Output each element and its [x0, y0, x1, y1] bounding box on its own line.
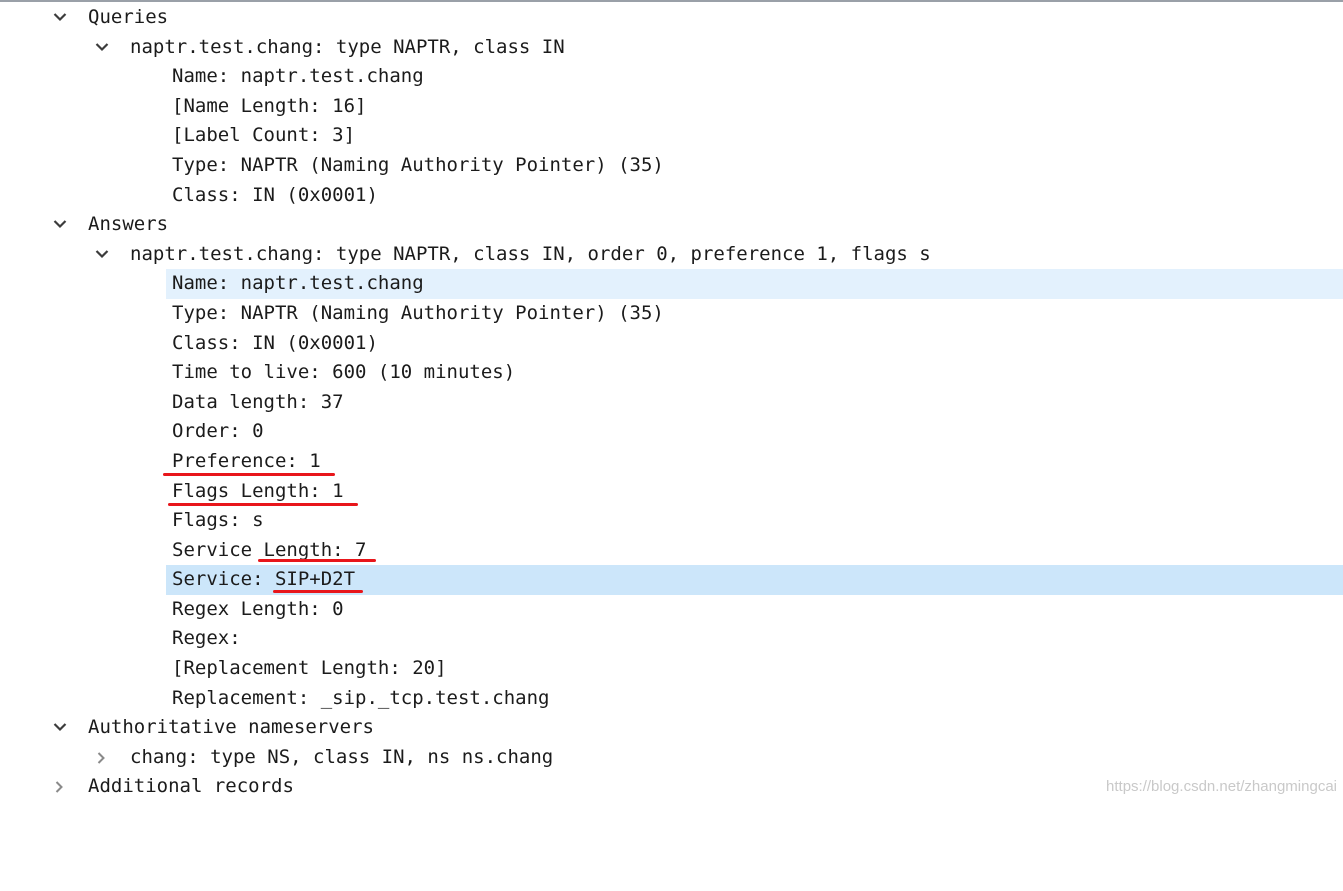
- tree-leaf-answer-service[interactable]: Service: SIP+D2T: [0, 565, 1343, 595]
- tree-leaf-answer-replacement[interactable]: Replacement: _sip._tcp.test.chang: [0, 684, 1343, 714]
- tree-leaf-answer-data-length[interactable]: Data length: 37: [0, 388, 1343, 418]
- tree-leaf-query-name-length[interactable]: [Name Length: 16]: [0, 92, 1343, 122]
- tree-node-label: Queries: [88, 6, 169, 28]
- tree-leaf-answer-preference[interactable]: Preference: 1: [0, 447, 1343, 477]
- tree-leaf-answer-regex-length[interactable]: Regex Length: 0: [0, 595, 1343, 625]
- chevron-down-icon[interactable]: [52, 3, 68, 33]
- field-text: [Label Count: 3]: [172, 124, 356, 147]
- tree-leaf-query-name[interactable]: Name: naptr.test.chang: [0, 62, 1343, 92]
- tree-leaf-query-class[interactable]: Class: IN (0x0001): [0, 181, 1343, 211]
- field-text: Type: NAPTR (Naming Authority Pointer) (…: [172, 153, 664, 176]
- tree-leaf-answer-service-length[interactable]: Service Length: 7: [0, 536, 1343, 566]
- field-text: Data length: 37: [172, 390, 344, 413]
- tree-node-label: naptr.test.chang: type NAPTR, class IN, …: [130, 242, 931, 265]
- row-hover-highlight: [166, 269, 1343, 299]
- tree-leaf-answer-type[interactable]: Type: NAPTR (Naming Authority Pointer) (…: [0, 299, 1343, 329]
- field-text: Regex:: [172, 627, 241, 650]
- field-text: Name: naptr.test.chang: [172, 65, 424, 88]
- annotation-underline-service-value: [273, 590, 363, 593]
- tree-leaf-answer-ttl[interactable]: Time to live: 600 (10 minutes): [0, 358, 1343, 388]
- field-text: Class: IN (0x0001): [172, 331, 378, 354]
- field-text: Flags: s: [172, 509, 264, 532]
- tree-leaf-answer-order[interactable]: Order: 0: [0, 417, 1343, 447]
- annotation-underline-flags-length: [168, 503, 358, 506]
- tree-leaf-answer-name[interactable]: Name: naptr.test.chang: [0, 269, 1343, 299]
- chevron-right-icon[interactable]: [94, 743, 110, 773]
- field-text: Service: SIP+D2T: [172, 568, 356, 591]
- tree-node-query-record[interactable]: naptr.test.chang: type NAPTR, class IN: [0, 33, 1343, 63]
- tree-leaf-answer-flags[interactable]: Flags: s: [0, 506, 1343, 536]
- tree-node-answer-record[interactable]: naptr.test.chang: type NAPTR, class IN, …: [0, 240, 1343, 270]
- field-text: Replacement: _sip._tcp.test.chang: [172, 686, 550, 709]
- field-text: [Name Length: 16]: [172, 94, 367, 117]
- watermark-text: https://blog.csdn.net/zhangmingcai: [1106, 778, 1337, 795]
- chevron-down-icon[interactable]: [94, 33, 110, 63]
- tree-node-answers[interactable]: Answers: [0, 210, 1343, 240]
- chevron-down-icon[interactable]: [52, 210, 68, 240]
- field-text: Name: naptr.test.chang: [172, 272, 424, 295]
- tree-node-label: Additional records: [88, 775, 294, 798]
- field-text: Class: IN (0x0001): [172, 183, 378, 206]
- field-text: Flags Length: 1: [172, 479, 344, 502]
- top-border: [0, 0, 1343, 2]
- chevron-down-icon[interactable]: [94, 240, 110, 270]
- annotation-underline-preference: [163, 473, 335, 476]
- tree-node-authoritative-record[interactable]: chang: type NS, class IN, ns ns.chang: [0, 743, 1343, 773]
- field-text: [Replacement Length: 20]: [172, 657, 447, 680]
- tree-leaf-answer-replacement-length[interactable]: [Replacement Length: 20]: [0, 654, 1343, 684]
- tree-node-queries[interactable]: Queries: [0, 3, 1343, 33]
- annotation-underline-service-length: [258, 559, 376, 562]
- tree-leaf-answer-flags-length[interactable]: Flags Length: 1: [0, 477, 1343, 507]
- tree-node-label: Authoritative nameservers: [88, 716, 374, 739]
- tree-leaf-answer-regex[interactable]: Regex:: [0, 624, 1343, 654]
- field-text: Preference: 1: [172, 449, 321, 472]
- tree-leaf-query-label-count[interactable]: [Label Count: 3]: [0, 121, 1343, 151]
- field-text: Type: NAPTR (Naming Authority Pointer) (…: [172, 301, 664, 324]
- tree-node-label: naptr.test.chang: type NAPTR, class IN: [130, 35, 565, 58]
- chevron-right-icon[interactable]: [52, 772, 68, 802]
- field-text: Service Length: 7: [172, 538, 367, 561]
- field-text: Order: 0: [172, 420, 264, 443]
- tree-leaf-answer-class[interactable]: Class: IN (0x0001): [0, 329, 1343, 359]
- tree-node-label: Answers: [88, 213, 169, 236]
- field-text: Regex Length: 0: [172, 597, 344, 620]
- field-text: Time to live: 600 (10 minutes): [172, 361, 516, 384]
- tree-leaf-query-type[interactable]: Type: NAPTR (Naming Authority Pointer) (…: [0, 151, 1343, 181]
- packet-details-tree: Queries naptr.test.chang: type NAPTR, cl…: [0, 3, 1343, 802]
- chevron-down-icon[interactable]: [52, 713, 68, 743]
- tree-node-additional-records[interactable]: Additional records: [0, 772, 1343, 802]
- tree-node-authoritative-nameservers[interactable]: Authoritative nameservers: [0, 713, 1343, 743]
- row-selection-highlight: [166, 565, 1343, 595]
- tree-node-label: chang: type NS, class IN, ns ns.chang: [130, 745, 554, 768]
